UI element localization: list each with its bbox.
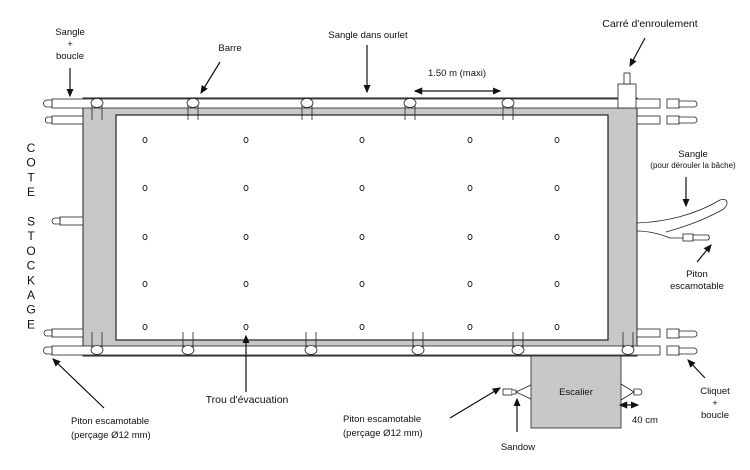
label-sangle-derouler: Sangle	[678, 149, 708, 160]
drain-hole	[142, 184, 148, 192]
svg-text:+: +	[712, 398, 718, 409]
bars	[90, 98, 635, 355]
bar-icon	[501, 98, 515, 120]
unroll-strap-icon	[636, 198, 728, 242]
drain-hole	[243, 280, 249, 288]
side-letter: K	[27, 273, 35, 287]
svg-text:boucle: boucle	[701, 410, 729, 421]
bar-icon	[403, 98, 417, 120]
drain-hole	[243, 136, 249, 144]
label-barre: Barre	[218, 43, 241, 54]
bar-icon	[621, 332, 635, 355]
svg-text:Cliquet: Cliquet	[700, 386, 730, 397]
escalier-label: Escalier	[559, 387, 593, 398]
drain-hole	[467, 136, 473, 144]
distance-label: 40 cm	[632, 415, 658, 426]
bar-icon	[411, 332, 425, 355]
label-piton-right: Piton escamotable	[670, 269, 724, 292]
svg-text:(perçage Ø12 mm): (perçage Ø12 mm)	[343, 428, 423, 439]
drain-hole	[467, 184, 473, 192]
escalier-step	[530, 355, 622, 429]
side-letter: C	[27, 141, 36, 155]
drain-hole	[467, 233, 473, 241]
label-sandow: Sandow	[501, 442, 535, 453]
drain-hole	[243, 233, 249, 241]
left-piton-icons	[43, 99, 84, 355]
side-letter: T	[27, 229, 35, 243]
sandow-icons	[502, 383, 643, 401]
svg-text:escamotable: escamotable	[670, 281, 724, 292]
drain-hole	[359, 184, 365, 192]
label-sangle-derouler-sub: (pour dérouler la bâche)	[650, 161, 736, 170]
svg-text:boucle: boucle	[56, 51, 84, 62]
side-letter: E	[27, 185, 35, 199]
side-letter: G	[26, 303, 35, 317]
svg-text:Piton escamotable: Piton escamotable	[343, 414, 421, 425]
side-letter: E	[27, 317, 35, 331]
cover-surface	[115, 114, 609, 341]
label-sangle-ourlet: Sangle dans ourlet	[328, 30, 408, 41]
side-letter: C	[27, 259, 36, 273]
drain-hole	[359, 323, 365, 331]
svg-text:+: +	[67, 39, 73, 50]
label-spacing: 1.50 m (maxi)	[428, 68, 486, 79]
drain-holes	[142, 136, 560, 331]
drain-hole	[142, 233, 148, 241]
drain-hole	[243, 323, 249, 331]
drain-hole	[359, 233, 365, 241]
right-cliquet-icons	[666, 98, 698, 356]
side-letter: S	[27, 215, 35, 229]
top-tube-2	[51, 115, 84, 125]
drain-hole	[142, 136, 148, 144]
label-piton-mid: Piton escamotable (perçage Ø12 mm)	[343, 414, 423, 439]
drain-hole	[142, 280, 148, 288]
bar-icon	[304, 332, 318, 355]
drain-hole	[243, 184, 249, 192]
bar-icon	[90, 98, 104, 120]
label-trou: Trou d'évacuation	[206, 394, 289, 406]
bar-icon	[186, 98, 200, 120]
drain-hole	[467, 280, 473, 288]
drain-hole	[142, 323, 148, 331]
svg-text:Sangle: Sangle	[55, 27, 85, 38]
svg-text:Piton escamotable: Piton escamotable	[71, 416, 149, 427]
side-letter: O	[26, 156, 35, 170]
label-sangle-boucle: Sangle + boucle	[55, 27, 85, 62]
bar-icon	[90, 332, 104, 355]
bar-icon	[181, 332, 195, 355]
label-carre: Carré d'enroulement	[602, 18, 697, 30]
drain-hole	[359, 280, 365, 288]
drain-hole	[554, 280, 560, 288]
side-letter: A	[27, 288, 35, 302]
drain-hole	[554, 323, 560, 331]
label-piton-left: Piton escamotable (perçage Ø12 mm)	[71, 416, 151, 441]
label-cliquet: Cliquet + boucle	[700, 386, 730, 421]
drain-hole	[554, 184, 560, 192]
bar-icon	[300, 98, 314, 120]
svg-text:(perçage Ø12 mm): (perçage Ø12 mm)	[71, 430, 151, 441]
bar-icon	[511, 332, 525, 355]
drain-hole	[359, 136, 365, 144]
bottom-tube	[51, 345, 661, 356]
side-letter: O	[26, 244, 35, 258]
top-tube	[51, 98, 661, 109]
drain-hole	[467, 323, 473, 331]
side-letter: T	[27, 170, 35, 184]
callout-arrows	[52, 37, 712, 432]
carre-enroulement-icon	[617, 72, 637, 109]
drain-hole	[554, 136, 560, 144]
drain-hole	[554, 233, 560, 241]
svg-text:Piton: Piton	[686, 269, 708, 280]
